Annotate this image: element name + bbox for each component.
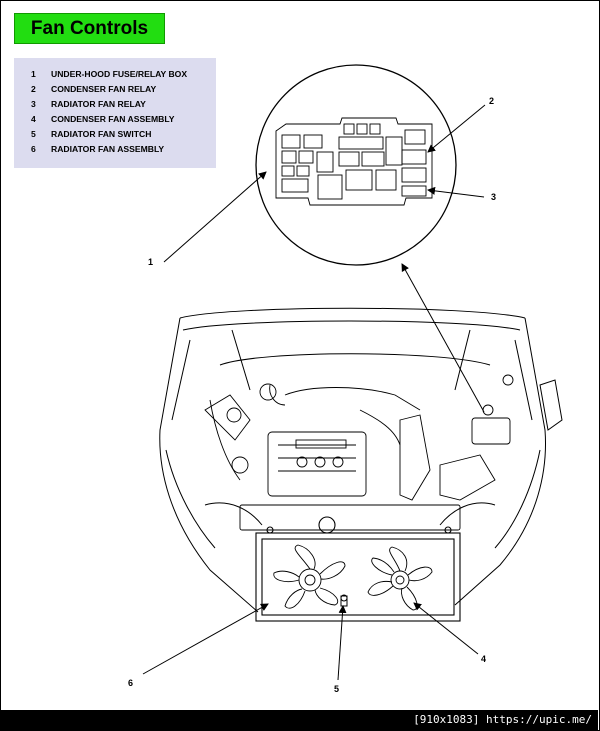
- page-title: Fan Controls: [30, 17, 149, 39]
- callout-1: 1: [148, 257, 154, 267]
- detail-magnifier-circle: [255, 64, 457, 266]
- callout-3: 3: [491, 192, 497, 202]
- callout-6: 6: [128, 678, 134, 688]
- leader-line-4: [413, 602, 479, 655]
- title-banner: Fan Controls: [14, 13, 165, 44]
- legend-label: RADIATOR FAN SWITCH: [51, 129, 152, 139]
- engine-components: [204, 374, 514, 531]
- legend-label: CONDENSER FAN ASSEMBLY: [51, 114, 175, 124]
- leader-line-6: [142, 603, 269, 675]
- car-body: [159, 307, 563, 613]
- legend-label: CONDENSER FAN RELAY: [51, 84, 157, 94]
- callout-4: 4: [481, 654, 487, 664]
- legend-number: 5: [31, 129, 36, 139]
- callout-2: 2: [489, 96, 495, 106]
- legend-number: 3: [31, 99, 36, 109]
- legend-label: RADIATOR FAN RELAY: [51, 99, 146, 109]
- callout-5: 5: [334, 684, 340, 694]
- condenser-fan: [367, 546, 433, 611]
- leader-line-5: [337, 605, 347, 681]
- legend-number: 1: [31, 69, 36, 79]
- legend-label: RADIATOR FAN ASSEMBLY: [51, 144, 165, 154]
- leader-line-1: [163, 171, 267, 263]
- fuse-relay-box-detail: [275, 117, 433, 206]
- legend-number: 4: [31, 114, 36, 124]
- legend-number: 2: [31, 84, 36, 94]
- legend-box: 1 UNDER-HOOD FUSE/RELAY BOX 2 CONDENSER …: [14, 58, 216, 168]
- legend-label: UNDER-HOOD FUSE/RELAY BOX: [51, 69, 188, 79]
- legend-number: 6: [31, 144, 36, 154]
- radiator-frame: [255, 516, 461, 622]
- leader-line-fuse-box: [401, 263, 485, 413]
- watermark-text: [910x1083] https://upic.me/: [413, 713, 592, 726]
- radiator-fan: [273, 544, 346, 609]
- leader-line-2: [427, 104, 486, 153]
- watermark-bar: [910x1083] https://upic.me/: [0, 710, 598, 730]
- leader-line-3: [427, 186, 485, 198]
- radiator-fan-switch: [340, 594, 348, 607]
